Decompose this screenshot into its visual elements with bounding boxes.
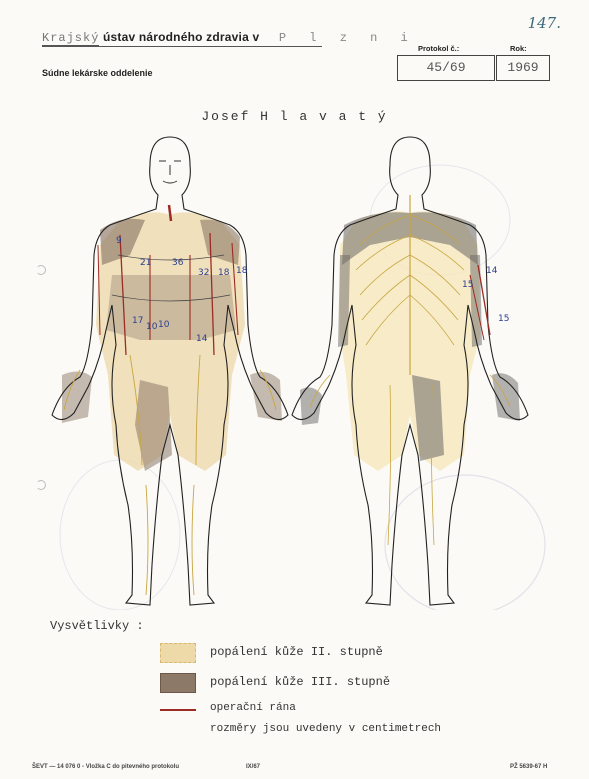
body-diagram: 9 21 36 32 18 18 17 10 10 14 14 15 15	[0, 125, 589, 610]
legend-label-third-degree: popálení kůže III. stupně	[210, 675, 390, 689]
front-label-18b: 18	[236, 266, 248, 276]
institution-printed: ústav národného zdravia v	[103, 30, 259, 44]
protocol-label: Protokol č.:	[418, 44, 459, 53]
department-label: Súdne lekárske oddelenie	[42, 68, 153, 78]
institution-title: Krajský ústav národného zdravia v P l z …	[42, 30, 416, 45]
legend-label-dimensions: rozměry jsou uvedeny v centimetrech	[210, 723, 441, 735]
year-value: 1969	[497, 56, 549, 80]
legend-swatch-third-degree	[160, 673, 196, 693]
legend-swatch-second-degree	[160, 643, 196, 663]
front-label-10b: 10	[158, 320, 170, 330]
front-figure	[52, 137, 288, 605]
front-label-21: 21	[140, 258, 151, 268]
year-label: Rok:	[510, 44, 527, 53]
legend-swatch-surgical-wound	[160, 709, 196, 711]
front-label-17: 17	[132, 316, 143, 326]
ghost-outline-left	[60, 460, 180, 610]
back-label-14: 14	[486, 266, 498, 276]
header-rule	[42, 46, 322, 47]
footer-left: ŠEVT — 14 076 0 - Vložka C do pitevného …	[32, 764, 179, 770]
front-label-10a: 10	[146, 322, 158, 332]
footer-right: PŽ 5639-67 H	[510, 764, 547, 770]
protocol-value: 45/69	[398, 56, 494, 80]
year-box: 1969	[496, 55, 550, 81]
back-label-15a: 15	[462, 280, 473, 290]
legend-label-surgical-wound: operační rána	[210, 702, 296, 714]
institution-typed-prefix: Krajský	[42, 31, 99, 46]
front-label-18a: 18	[218, 268, 230, 278]
front-label-32: 32	[198, 268, 209, 278]
subject-name: Josef H l a v a t ý	[0, 109, 589, 124]
front-label-14: 14	[196, 334, 208, 344]
folio-number: 147.	[528, 14, 561, 32]
legend-title: Vysvětlivky :	[50, 619, 144, 633]
protocol-box: 45/69	[397, 55, 495, 81]
front-label-9: 9	[116, 236, 122, 246]
front-label-36: 36	[172, 258, 184, 268]
legend-label-second-degree: popálení kůže II. stupně	[210, 645, 383, 659]
footer-center: IX/67	[246, 764, 260, 770]
institution-city: P l z n i	[279, 31, 416, 45]
ghost-head-outline	[385, 475, 545, 610]
back-label-15b: 15	[498, 314, 509, 324]
back-figure	[292, 137, 528, 605]
